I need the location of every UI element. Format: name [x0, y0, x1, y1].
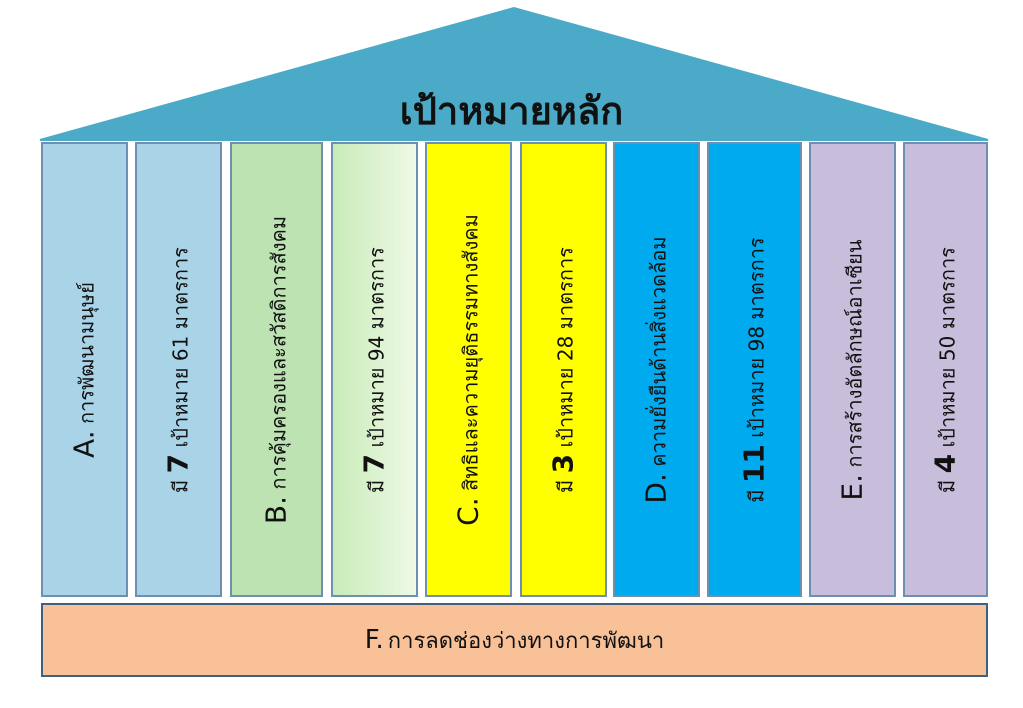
- goal-count: 4: [928, 453, 961, 473]
- pillar-b: B. การคุ้มครองและสวัสดิการสังคม: [230, 142, 323, 597]
- pillar-b-count: มี 7 เป้าหมาย 94 มาตรการ: [331, 142, 418, 597]
- count-prefix: มี: [935, 479, 959, 493]
- pillar-count-label: มี 7 เป้าหมาย 94 มาตรการ: [357, 150, 392, 590]
- count-text: เป้าหมาย 98 มาตรการ: [744, 236, 768, 438]
- pillar-b-label: B. การคุ้มครองและสวัสดิการสังคม: [259, 150, 294, 590]
- goal-count: 3: [546, 453, 579, 473]
- pillar-title: การพัฒนามนุษย์: [74, 281, 98, 424]
- pillar-letter: D.: [639, 472, 672, 504]
- pillar-title: การสร้างอัตลักษณ์อาเซียน: [842, 238, 866, 468]
- pillar-letter: E.: [835, 473, 868, 501]
- pillar-c-count: มี 3 เป้าหมาย 28 มาตรการ: [520, 142, 607, 597]
- pillar-title: สิทธิและความยุติธรรมทางสังคม: [458, 213, 482, 491]
- goal-count: 7: [161, 453, 194, 473]
- count-text: เป้าหมาย 94 มาตรการ: [364, 246, 388, 448]
- pillar-count-label: มี 7 เป้าหมาย 61 มาตรการ: [161, 150, 196, 590]
- pillar-title: การคุ้มครองและสวัสดิการสังคม: [266, 215, 290, 490]
- pillar-e-count: มี 4 เป้าหมาย 50 มาตรการ: [903, 142, 988, 597]
- pillar-a-label: A. การพัฒนามนุษย์: [67, 150, 102, 590]
- pillar-title: ความยั่งยืนด้านสิ่งแวดล้อม: [646, 235, 670, 467]
- count-prefix: มี: [744, 488, 768, 503]
- count-text: เป้าหมาย 50 มาตรการ: [935, 246, 959, 448]
- count-prefix: มี: [553, 479, 577, 493]
- pillar-count-label: มี 4 เป้าหมาย 50 มาตรการ: [928, 150, 963, 590]
- pillar-c-label: C. สิทธิและความยุติธรรมทางสังคม: [451, 150, 486, 590]
- pillar-a-count: มี 7 เป้าหมาย 61 มาตรการ: [135, 142, 222, 597]
- count-text: เป้าหมาย 28 มาตรการ: [553, 246, 577, 448]
- pillar-letter: C.: [451, 496, 484, 526]
- count-prefix: มี: [364, 479, 388, 493]
- base-letter: F.: [364, 625, 384, 655]
- count-text: เป้าหมาย 61 มาตรการ: [168, 246, 192, 448]
- foundation-base: F. การลดช่องว่างทางการพัฒนา: [41, 603, 988, 677]
- pillar-e-label: E. การสร้างอัตลักษณ์อาเซียน: [835, 150, 870, 590]
- count-prefix: มี: [168, 479, 192, 493]
- pillar-a: A. การพัฒนามนุษย์: [41, 142, 128, 597]
- pillar-d: D. ความยั่งยืนด้านสิ่งแวดล้อม: [613, 142, 700, 597]
- pillar-letter: A.: [67, 429, 100, 458]
- pillar-d-count: มี 11 เป้าหมาย 98 มาตรการ: [707, 142, 802, 597]
- goal-count: 11: [737, 443, 770, 483]
- base-title: การลดช่องว่างทางการพัฒนา: [387, 628, 665, 654]
- pillar-c: C. สิทธิและความยุติธรรมทางสังคม: [425, 142, 512, 597]
- roof: [39, 6, 989, 141]
- goal-count: 7: [357, 453, 390, 473]
- roof-shape: [39, 6, 989, 141]
- main-title: เป้าหมายหลัก: [399, 89, 624, 133]
- pillar-d-label: D. ความยั่งยืนด้านสิ่งแวดล้อม: [639, 150, 674, 590]
- pillar-count-label: มี 3 เป้าหมาย 28 มาตรการ: [546, 150, 581, 590]
- pillar-letter: B.: [259, 495, 292, 524]
- pillar-count-label: มี 11 เป้าหมาย 98 มาตรการ: [737, 150, 772, 590]
- pillar-e: E. การสร้างอัตลักษณ์อาเซียน: [809, 142, 896, 597]
